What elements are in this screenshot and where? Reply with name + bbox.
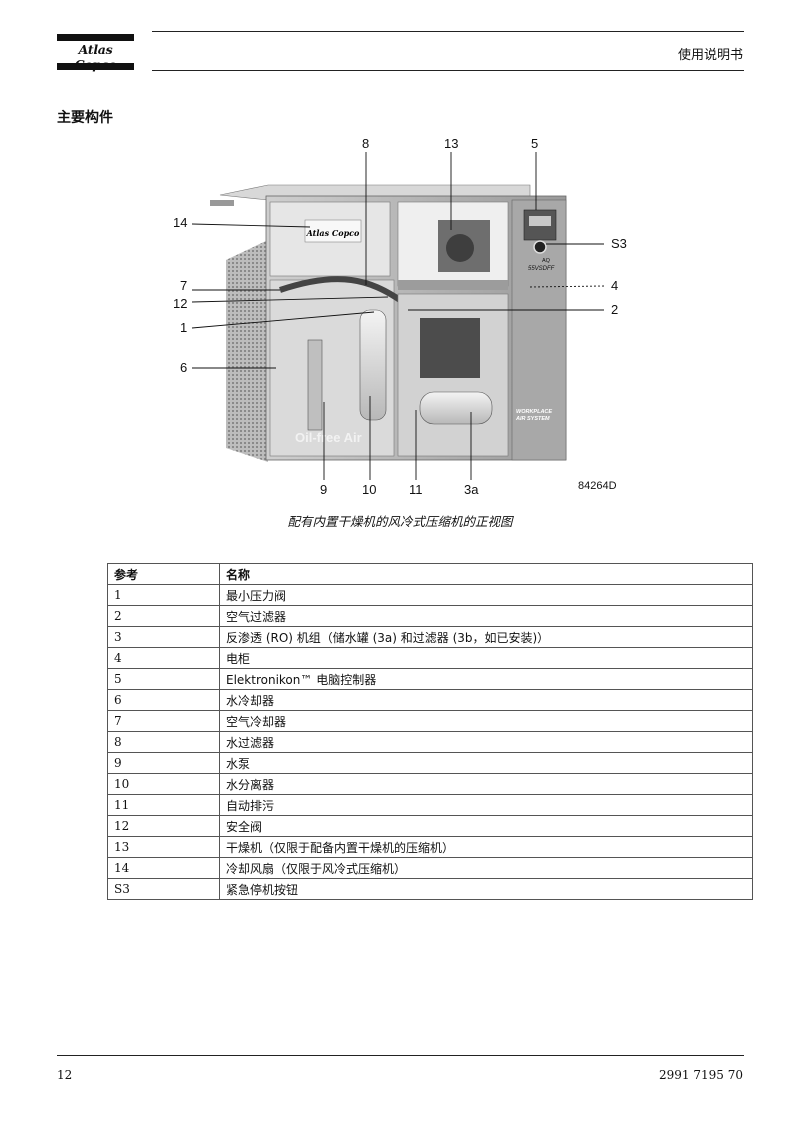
name-cell: 水泵 [219, 752, 753, 774]
callout-13: 13 [444, 136, 459, 151]
logo-bar-top [57, 34, 134, 41]
panel-label-b: 55VSDFF [528, 266, 555, 272]
name-cell: 空气过滤器 [219, 605, 753, 627]
ref-cell: 11 [107, 794, 220, 816]
hose [279, 276, 402, 303]
name-cell: 水分离器 [219, 773, 753, 795]
page-number: 12 [57, 1068, 73, 1082]
callout-2: 2 [611, 302, 619, 317]
document-title: 使用说明书 [677, 48, 743, 63]
header-name: 名称 [219, 563, 753, 585]
dryer-shelf [398, 280, 508, 290]
ref-cell: 1 [107, 584, 220, 606]
document-number: 2991 7195 70 [659, 1068, 743, 1082]
motor [420, 318, 480, 378]
ref-cell: 5 [107, 668, 220, 690]
name-cell: 空气冷却器 [219, 710, 753, 732]
name-cell: 水过滤器 [219, 731, 753, 753]
callout-S3: S3 [611, 236, 627, 251]
name-cell: Elektronikon™ 电脑控制器 [219, 668, 753, 690]
name-cell: 紧急停机按钮 [219, 878, 753, 900]
footer-rule [57, 1055, 744, 1056]
callout-6: 6 [180, 360, 188, 375]
ref-cell: 7 [107, 710, 220, 732]
oil-free-lettering: Oil-free Air [295, 430, 362, 445]
name-cell: 干燥机（仅限于配备内置干燥机的压缩机） [219, 836, 753, 858]
logo-bar-bottom [57, 63, 134, 70]
ref-cell: 6 [107, 689, 220, 711]
ref-cell: 3 [107, 626, 220, 648]
figure-caption: 配有内置干燥机的风冷式压缩机的正视图 [287, 514, 513, 529]
top-pipe [210, 200, 234, 206]
callout-14: 14 [173, 215, 188, 230]
water-storage-tank [419, 391, 493, 425]
callout-9: 9 [320, 482, 328, 497]
callout-4: 4 [611, 278, 619, 293]
callout-10: 10 [362, 482, 377, 497]
workplace-label-a: WORKPLACE [516, 409, 552, 415]
compressor-figure: Atlas Copco AQ 55VSDFF Oil-free Air WORK… [160, 130, 660, 500]
callout-3a: 3a [464, 482, 479, 497]
dryer-compressor [446, 234, 474, 262]
name-cell: 自动排污 [219, 794, 753, 816]
name-cell: 电柜 [219, 647, 753, 669]
callout-7: 7 [180, 278, 188, 293]
name-cell: 安全阀 [219, 815, 753, 837]
name-cell: 水冷却器 [219, 689, 753, 711]
ref-cell: S3 [107, 878, 220, 900]
ref-cell: 4 [107, 647, 220, 669]
workplace-label-b: AIR SYSTEM [515, 416, 550, 422]
name-cell: 最小压力阀 [219, 584, 753, 606]
leader-lines [191, 152, 605, 480]
header-ref: 参考 [107, 563, 220, 585]
emergency-stop-button [533, 240, 547, 254]
water-pump [307, 339, 323, 431]
ref-cell: 8 [107, 731, 220, 753]
compressor-illustration: Atlas Copco AQ 55VSDFF Oil-free Air WORK… [191, 152, 605, 480]
table-header-row: 参考 名称 [107, 563, 753, 585]
callout-8: 8 [362, 136, 370, 151]
figure-code: 84264D [578, 480, 617, 492]
ref-cell: 12 [107, 815, 220, 837]
section-title: 主要构件 [57, 110, 113, 126]
ref-cell: 14 [107, 857, 220, 879]
name-cell: 冷却风扇（仅限于风冷式压缩机） [219, 857, 753, 879]
ref-cell: 13 [107, 836, 220, 858]
ref-cell: 10 [107, 773, 220, 795]
controller-screen [529, 216, 551, 226]
ref-cell: 9 [107, 752, 220, 774]
machine-logo-text: Atlas Copco [306, 228, 360, 238]
callout-5: 5 [531, 136, 539, 151]
atlas-copco-logo: Atlas Copco [57, 34, 134, 72]
callout-1: 1 [180, 320, 188, 335]
name-cell: 反渗透 (RO) 机组（储水罐 (3a) 和过滤器 (3b，如已安装)） [219, 626, 753, 648]
atlas-logo-plate [304, 219, 362, 243]
header-rule-bottom [152, 70, 744, 71]
panel-label-a: AQ [542, 258, 551, 264]
callout-12: 12 [173, 296, 188, 311]
water-separator [359, 309, 387, 421]
side-grille [226, 240, 268, 462]
header-rule-top [152, 31, 744, 32]
ref-cell: 2 [107, 605, 220, 627]
callout-11: 11 [409, 482, 423, 497]
